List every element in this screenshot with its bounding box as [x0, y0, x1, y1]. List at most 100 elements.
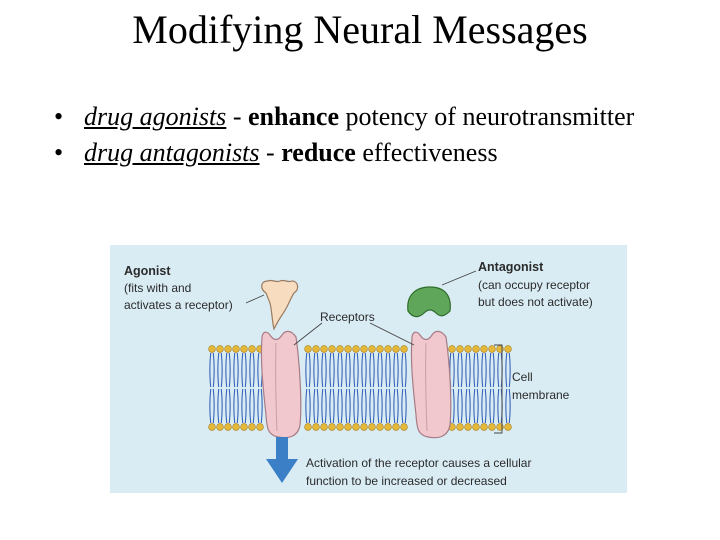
lipid-tail [468, 352, 471, 388]
antagonist-description: but does not activate) [478, 295, 593, 309]
bullet-term: drug agonists [84, 102, 227, 131]
lipid-tail [324, 388, 327, 424]
lipid-tail [404, 388, 407, 424]
membrane-label: Cell [512, 370, 533, 384]
lipid-head [232, 345, 240, 353]
lipid-tail [233, 388, 236, 424]
lipid-tail [305, 352, 308, 388]
lipid-tail [345, 352, 348, 388]
lipid-tail [380, 352, 383, 388]
lipid-tail [337, 352, 340, 388]
bullet-agonists: • drug agonists - enhance potency of neu… [54, 100, 674, 134]
lipid-tail [329, 388, 332, 424]
lipid-tail [217, 352, 220, 388]
lipid-tail [505, 352, 508, 388]
lipid-tail [313, 352, 316, 388]
lipid-tail [252, 388, 255, 424]
lipid-tail [236, 388, 239, 424]
bullet-verb: reduce [281, 138, 356, 167]
lipid-tail [508, 388, 511, 424]
lipid-tail [212, 352, 215, 388]
lipid-tail [473, 388, 476, 424]
lipid-tail [316, 388, 319, 424]
lipid-tail [209, 388, 212, 424]
antagonist-description: (can occupy receptor [478, 278, 590, 292]
lipid-tail [385, 388, 388, 424]
receptors-label: Receptors [320, 310, 375, 324]
lipid-head [320, 345, 328, 353]
lipid-tail [356, 388, 359, 424]
lipid-tail [385, 352, 388, 388]
bullet-term: drug antagonists [84, 138, 260, 167]
lipid-tail [489, 388, 492, 424]
agonist-description: activates a receptor) [124, 298, 233, 312]
lipid-tail [457, 352, 460, 388]
lipid-tail [260, 388, 263, 424]
lipid-tail [404, 352, 407, 388]
lipid-tail [244, 388, 247, 424]
lipid-head [312, 345, 320, 353]
lipid-tail [457, 388, 460, 424]
lipid-tail [372, 388, 375, 424]
lipid-tail [313, 388, 316, 424]
bullet-list: • drug agonists - enhance potency of neu… [54, 100, 674, 172]
receptor-diagram: Agonist (fits with and activates a recep… [110, 245, 627, 493]
lipid-head [392, 345, 400, 353]
lipid-head [224, 423, 232, 431]
lipid-head [360, 423, 368, 431]
lipid-tail [452, 388, 455, 424]
lipid-head [472, 423, 480, 431]
lipid-tail [377, 388, 380, 424]
lipid-tail [497, 388, 500, 424]
lipid-tail [364, 352, 367, 388]
lipid-head [456, 423, 464, 431]
lipid-tail [473, 352, 476, 388]
lipid-tail [308, 388, 311, 424]
lipid-tail [361, 352, 364, 388]
lipid-head [360, 345, 368, 353]
lipid-tail [220, 352, 223, 388]
lipid-tail [257, 388, 260, 424]
lipid-tail [393, 352, 396, 388]
lipid-tail [249, 388, 252, 424]
lipid-tail [476, 352, 479, 388]
receptor-left [260, 330, 302, 439]
lipid-tail [348, 352, 351, 388]
lipid-tail [356, 352, 359, 388]
bullet-separator: - [259, 138, 282, 167]
lipid-tail [305, 388, 308, 424]
lipid-tail [492, 352, 495, 388]
lipid-tail [484, 388, 487, 424]
lipid-head [384, 345, 392, 353]
lipid-head [216, 423, 224, 431]
activation-label: function to be increased or decreased [306, 474, 507, 488]
agonist-description: (fits with and [124, 281, 191, 295]
lipid-tail [212, 388, 215, 424]
lipid-tail [244, 352, 247, 388]
agonist-title: Agonist [124, 264, 171, 278]
bullet-verb: enhance [247, 102, 339, 131]
lipid-tail [308, 352, 311, 388]
lipid-head [224, 345, 232, 353]
lipid-head [336, 345, 344, 353]
lipid-tail [241, 352, 244, 388]
lipid-head [240, 345, 248, 353]
lipid-head [472, 345, 480, 353]
lipid-tail [249, 352, 252, 388]
lipid-head [488, 345, 496, 353]
lipid-head [344, 345, 352, 353]
lipid-head [328, 423, 336, 431]
lipid-head [304, 345, 312, 353]
antagonist-title: Antagonist [478, 260, 544, 274]
lipid-head [368, 345, 376, 353]
lipid-head [344, 423, 352, 431]
leader-lines [245, 270, 503, 434]
lipid-tail [332, 388, 335, 424]
lipid-tail [468, 388, 471, 424]
lipid-head [384, 423, 392, 431]
lipid-head [248, 423, 256, 431]
lipid-head [352, 423, 360, 431]
lipid-tail [337, 388, 340, 424]
lipid-tail [393, 388, 396, 424]
lipid-head [352, 345, 360, 353]
